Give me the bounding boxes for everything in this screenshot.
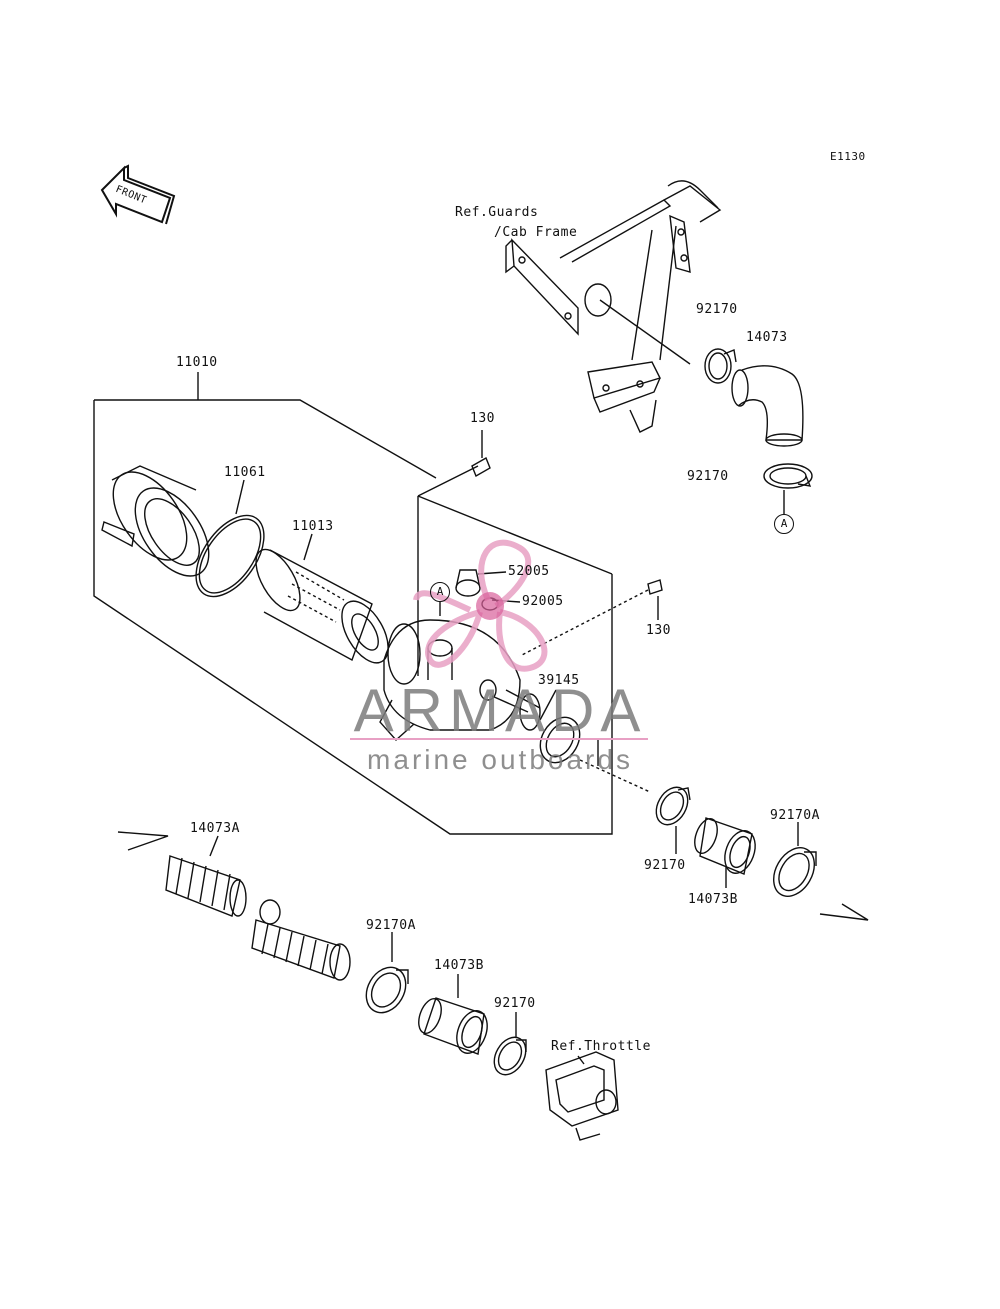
label-14073A: 14073A [190,821,240,836]
watermark-title: ARMADA [353,677,647,744]
label-52005: 52005 [508,564,550,579]
boot-14073B-right [694,817,756,875]
o-ring-39145 [539,716,581,764]
label-11013: 11013 [292,519,334,534]
clamp-92170-top [704,348,737,384]
marker-a-left: A [430,582,450,602]
label-92170A-right: 92170A [770,808,820,823]
clamp-92170-lower [655,786,691,826]
bellows-14073A [117,831,351,981]
clamp-92170A-right [773,847,817,897]
watermark-divider [350,738,648,740]
filter-element-11013 [255,548,389,664]
label-ref-guards: Ref.Guards [455,205,539,220]
marker-a-right: A [774,514,794,534]
cab-frame-drawing [505,180,722,433]
label-14073B-right: 14073B [688,892,738,907]
label-14073: 14073 [746,330,788,345]
label-92170-mid: 92170 [687,469,729,484]
label-92170-top: 92170 [696,302,738,317]
label-14073B-bottom: 14073B [434,958,484,973]
label-ref-throttle: Ref.Throttle [551,1039,651,1054]
air-cleaner-cover [101,465,210,577]
front-arrow-icon [100,164,176,225]
bolt-130-top [471,456,491,478]
label-92170-bottom: 92170 [494,996,536,1011]
label-cab-frame: /Cab Frame [494,225,578,240]
hose-14073 [731,365,804,447]
label-11061: 11061 [224,465,266,480]
label-130-right: 130 [646,623,671,638]
label-11010: 11010 [176,355,218,370]
clamp-92170-mid [763,463,813,489]
clamp-92170A-bottom [365,966,409,1014]
label-130-top: 130 [470,411,495,426]
diagram-code: E1130 [830,150,866,163]
watermark-subtitle: marine outboards [367,744,633,775]
boot-14073B-bottom [418,997,488,1055]
label-92005: 92005 [522,594,564,609]
label-39145: 39145 [538,673,580,688]
o-ring-11061 [195,514,265,598]
assembly-bracket-11010 [93,399,613,835]
clamp-92170-bottom [493,1036,527,1076]
label-92170A-bottom: 92170A [366,918,416,933]
label-92170-lower: 92170 [644,858,686,873]
throttle-body [545,1051,619,1141]
